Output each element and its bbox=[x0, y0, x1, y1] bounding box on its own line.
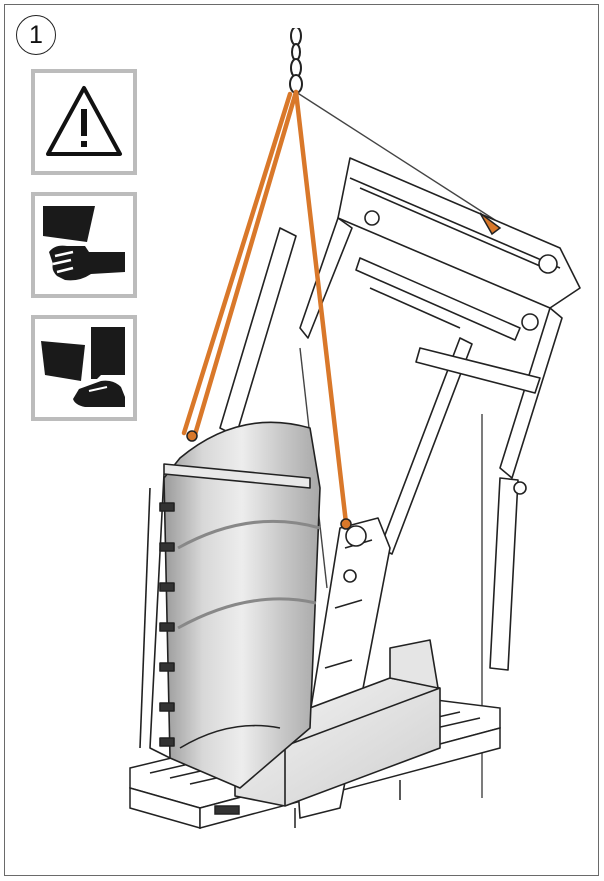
foot-crush-hazard-icon bbox=[41, 327, 125, 407]
hand-crush-hazard-icon bbox=[43, 206, 125, 281]
loader-lifting-illustration bbox=[129, 28, 581, 829]
step-number-badge: 1 bbox=[16, 15, 56, 55]
step-number: 1 bbox=[29, 20, 43, 49]
warning-sign bbox=[31, 69, 137, 175]
warning-triangle-icon bbox=[46, 86, 122, 156]
hand-crush-warning-sign bbox=[31, 192, 137, 298]
lifting-slings bbox=[181, 89, 349, 526]
loader-bucket bbox=[139, 421, 321, 789]
accessory-box bbox=[234, 639, 441, 807]
loader-frame bbox=[219, 157, 581, 671]
sling-hooks bbox=[186, 212, 502, 530]
page-frame bbox=[4, 4, 599, 876]
foot-crush-warning-sign bbox=[31, 315, 137, 421]
lifting-chain bbox=[289, 28, 303, 94]
